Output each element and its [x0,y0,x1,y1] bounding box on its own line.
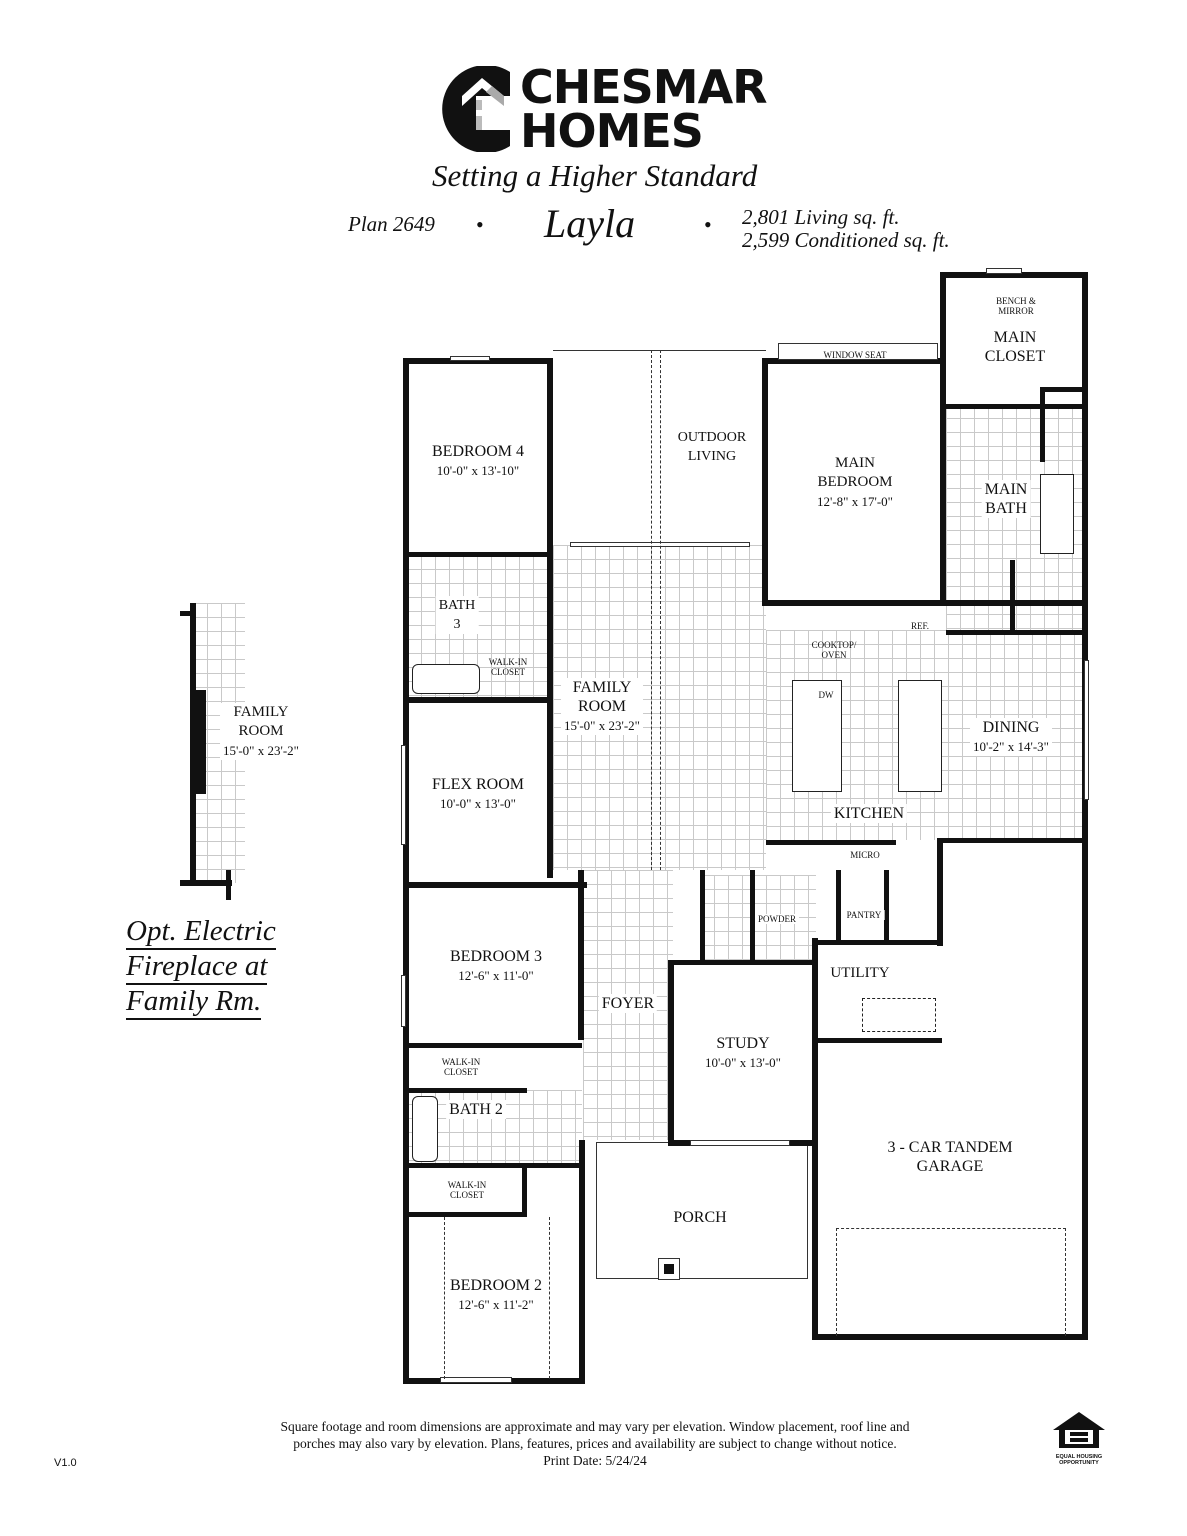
equal-housing-logo: EQUAL HOUSING OPPORTUNITY [1050,1410,1108,1470]
outdoor-living [553,350,766,543]
flex-room [407,702,550,885]
separator-dot: • [704,212,712,237]
option-title-line3: Family Rm. [126,984,262,1020]
bedroom3 [407,888,582,1043]
main-closet [946,276,1084,404]
utility-label: UTILITY [827,964,893,983]
chesmar-logo-icon [442,66,510,152]
microwave-label: MICRO [847,850,883,860]
porch-label: PORCH [673,1209,727,1226]
disclaimer: Square footage and room dimensions are a… [200,1418,990,1469]
kitchen-island-sink [792,680,842,792]
bathtub [412,664,480,694]
kitchen-label: KITCHEN [830,804,908,823]
option-title-line1: Opt. Electric [126,914,276,950]
column [658,1258,680,1280]
bath2-label: BATH 2 [446,1100,506,1119]
separator-dot: • [476,212,484,237]
cooktop-label: COOKTOP/OVEN [811,640,857,660]
version-label: V1.0 [54,1457,77,1469]
bathtub [412,1096,438,1162]
tagline: Setting a Higher Standard [432,158,758,193]
kitchen-island [898,680,942,792]
hall-floor [700,875,750,960]
bedroom4 [407,362,550,552]
porch [596,1142,808,1279]
refrigerator-label: REF. [910,621,930,631]
pantry-label: PANTRY [843,910,885,920]
foyer-label: FOYER [598,994,658,1013]
plan-name: Layla [544,201,636,246]
brand-name-line1: CHESMAR [520,60,768,114]
living-sqft: 2,801 Living sq. ft. [742,205,900,229]
bench-mirror-label: BENCH &MIRROR [996,296,1036,316]
option-title-line2: Fireplace at [126,949,268,985]
equal-housing-house-icon [1053,1412,1105,1448]
plan-number: Plan 2649 [348,212,435,236]
print-date: Print Date: 5/24/24 [543,1453,647,1468]
bathtub [1040,474,1074,554]
conditioned-sqft: 2,599 Conditioned sq. ft. [742,228,950,252]
powder-label: POWDER [755,914,799,924]
brand-name-line2: HOMES [520,104,704,158]
dishwasher-label: DW [818,690,834,700]
washer-dryer [862,998,936,1032]
garage [816,840,1086,1338]
main-bedroom [766,362,944,602]
window-seat-label: WINDOW SEAT [823,350,887,360]
study [672,962,814,1144]
